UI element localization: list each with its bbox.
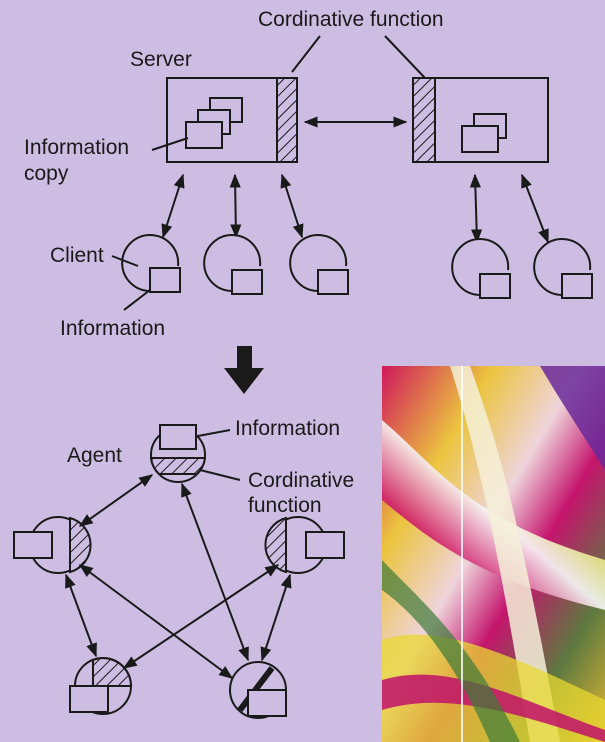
transition-arrow-icon: [224, 346, 264, 394]
client-link-arrow: [521, 173, 549, 244]
coordination-module-left: [276, 77, 298, 163]
client-node: [121, 234, 181, 293]
agent-node-bottom-left: [69, 657, 133, 715]
info-copy-card: [185, 121, 223, 149]
leader-line-agent-info: [197, 429, 231, 437]
client-node: [289, 234, 349, 295]
client-link-arrow: [161, 173, 185, 239]
server-right: [412, 77, 549, 163]
information-copy-label-2: copy: [24, 162, 69, 185]
client-node: [203, 234, 263, 295]
agent-link-arrow: [260, 573, 292, 662]
leader-line-client: [111, 255, 139, 267]
information-label-agent: Information: [235, 417, 340, 440]
server-label: Server: [130, 48, 192, 71]
agent-node-right: [264, 516, 345, 574]
abstract-color-photo: [382, 366, 605, 742]
server-left: [166, 77, 298, 163]
agent-label: Agent: [67, 444, 122, 467]
client-node: [451, 238, 511, 299]
cordinative-function-label: Cordinative function: [258, 8, 444, 31]
client-node: [533, 238, 593, 299]
information-label-bottom: Information: [60, 317, 165, 340]
agent-node-top: [149, 424, 207, 483]
leader-line-cordinative-right: [384, 35, 426, 79]
cordinative-label-agent-1: Cordinative: [248, 469, 354, 492]
leader-line-information: [123, 289, 151, 311]
client-label: Client: [50, 244, 104, 267]
agent-node-bottom-right: [229, 661, 287, 719]
information-copy-label-1: Information: [24, 136, 129, 159]
leader-line-info-copy: [151, 137, 189, 151]
info-copy-card: [461, 125, 499, 153]
agent-node-left: [13, 516, 92, 574]
leader-line-cordinative-left: [291, 35, 321, 73]
client-link-arrow: [229, 173, 242, 239]
agent-link-arrow: [122, 564, 280, 669]
agent-link-arrow: [181, 482, 249, 662]
leader-line-agent-coord: [199, 469, 241, 481]
agent-link-arrow: [78, 474, 154, 527]
client-link-arrow: [469, 173, 483, 244]
client-link-arrow: [280, 173, 304, 239]
agent-link-arrow: [65, 573, 97, 658]
cordinative-label-agent-2: function: [248, 494, 322, 517]
coordination-module-right: [412, 77, 436, 163]
